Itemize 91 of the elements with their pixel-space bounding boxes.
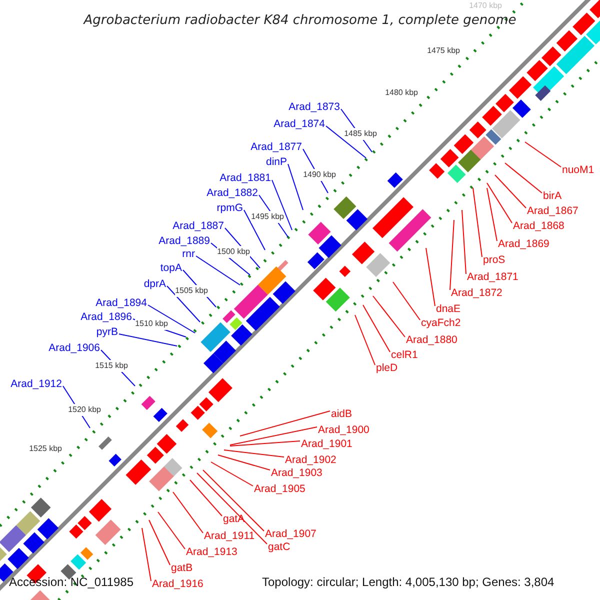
- title: Agrobacterium radiobacter K84 chromosome 1, complete genome: [82, 12, 518, 30]
- leader-line: [190, 480, 222, 516]
- gene-label: Arad_1871: [467, 271, 518, 283]
- gene-label: rnr: [182, 248, 195, 260]
- scale-label: 1475 kbp: [427, 45, 460, 57]
- gene-label: Arad_1882: [206, 187, 258, 199]
- leader-line: [148, 304, 196, 334]
- scale-label: 1505 kbp: [175, 285, 208, 297]
- gene-label: Arad_1906: [48, 342, 100, 354]
- leader-line: [494, 174, 526, 208]
- gene-label: Arad_1872: [451, 287, 502, 299]
- gene-label: Arad_1911: [204, 530, 255, 542]
- gene-label: dinP: [266, 156, 287, 168]
- leader-line: [462, 210, 466, 274]
- footer-text: Accession: NC_011985: [9, 574, 134, 590]
- scale-label: 1480 kbp: [385, 87, 418, 99]
- gene-label: gatC: [268, 541, 290, 553]
- leader-line: [426, 248, 436, 306]
- leader-line: [196, 472, 268, 544]
- scale-label: 1510 kbp: [135, 318, 168, 330]
- gene-label: Arad_1873: [288, 101, 340, 113]
- leader-line: [196, 256, 240, 286]
- leader-line: [504, 162, 542, 194]
- leader-line: [218, 454, 270, 470]
- gene-label: Arad_1877: [250, 141, 302, 153]
- scale-label: 1495 kbp: [251, 211, 284, 223]
- scale-label: 1520 kbp: [68, 404, 101, 416]
- gene-label: Arad_1874: [274, 118, 325, 130]
- gene-label: Arad_1916: [152, 578, 204, 590]
- leader-line: [244, 210, 266, 250]
- leader-line: [118, 334, 178, 346]
- leader-line: [210, 462, 254, 486]
- gene-label: dnaE: [436, 303, 461, 315]
- gene-label: nuoM1: [562, 164, 594, 176]
- leader-line: [326, 126, 366, 158]
- leader-line: [202, 470, 264, 532]
- leader-line: [166, 286, 200, 322]
- leader-line: [362, 304, 390, 352]
- scale-label: 1490 kbp: [303, 169, 336, 181]
- leader-line: [472, 188, 482, 258]
- gene-label: pleD: [376, 362, 398, 374]
- leader-line: [524, 142, 562, 168]
- gene-label: proS: [483, 254, 506, 266]
- gene-label: Arad_1889: [158, 235, 210, 247]
- gene-label: Arad_1896: [80, 311, 132, 323]
- leader-line: [486, 188, 498, 242]
- leader-line: [272, 180, 292, 230]
- scale-label: 1525 kbp: [29, 443, 62, 455]
- leader-line: [288, 164, 304, 210]
- leader-line: [392, 282, 420, 320]
- footer-text: Topology: circular; Length: 4,005,130 bp; Genes: 3,804: [262, 574, 554, 590]
- scale-label: 1500 kbp: [217, 246, 250, 258]
- gene-label: birA: [543, 190, 562, 202]
- gene-label: Arad_1905: [254, 483, 306, 495]
- scale-label: 1470 kbp: [469, 0, 502, 12]
- gene-label: Arad_1867: [527, 205, 578, 217]
- gene-label: Arad_1903: [271, 467, 322, 479]
- gene-label: Arad_1913: [186, 546, 238, 558]
- gene-label: Arad_1902: [285, 454, 336, 466]
- leader-line: [240, 410, 330, 436]
- leader-line: [230, 426, 318, 446]
- gene-label: Arad_1900: [318, 424, 370, 436]
- gene-label: topA: [160, 262, 182, 274]
- gene-label: dprA: [144, 278, 166, 290]
- leader-line: [148, 520, 170, 566]
- gene-label: gatB: [171, 562, 193, 574]
- gene-label: Arad_1887: [172, 220, 224, 232]
- leader-line: [158, 512, 186, 550]
- gene-label: Arad_1907: [265, 528, 316, 540]
- gene-label: Arad_1880: [406, 334, 458, 346]
- leader-line: [354, 314, 376, 366]
- scale-label: 1515 kbp: [95, 360, 128, 372]
- gene-label: rpmG: [216, 202, 243, 214]
- gene-label: celR1: [391, 349, 418, 361]
- gene-label: aidB: [331, 408, 352, 420]
- leader-line: [486, 182, 512, 224]
- gene-label: Arad_1912: [10, 378, 62, 390]
- gene-label: Arad_1894: [96, 297, 147, 309]
- gene-label: pyrB: [96, 326, 118, 338]
- gene-label: Arad_1881: [220, 172, 271, 184]
- scale-label: 1485 kbp: [344, 128, 377, 140]
- gene-label: cyaFch2: [421, 317, 461, 329]
- leader-line: [172, 492, 204, 534]
- gene-label: Arad_1869: [498, 238, 550, 250]
- leader-line: [450, 220, 454, 290]
- leader-line: [372, 296, 406, 338]
- leader-line: [224, 450, 284, 458]
- gene-label: Arad_1901: [301, 438, 352, 450]
- gene-label: Arad_1868: [513, 220, 564, 232]
- leader-line: [230, 440, 300, 446]
- leader-line: [142, 528, 152, 582]
